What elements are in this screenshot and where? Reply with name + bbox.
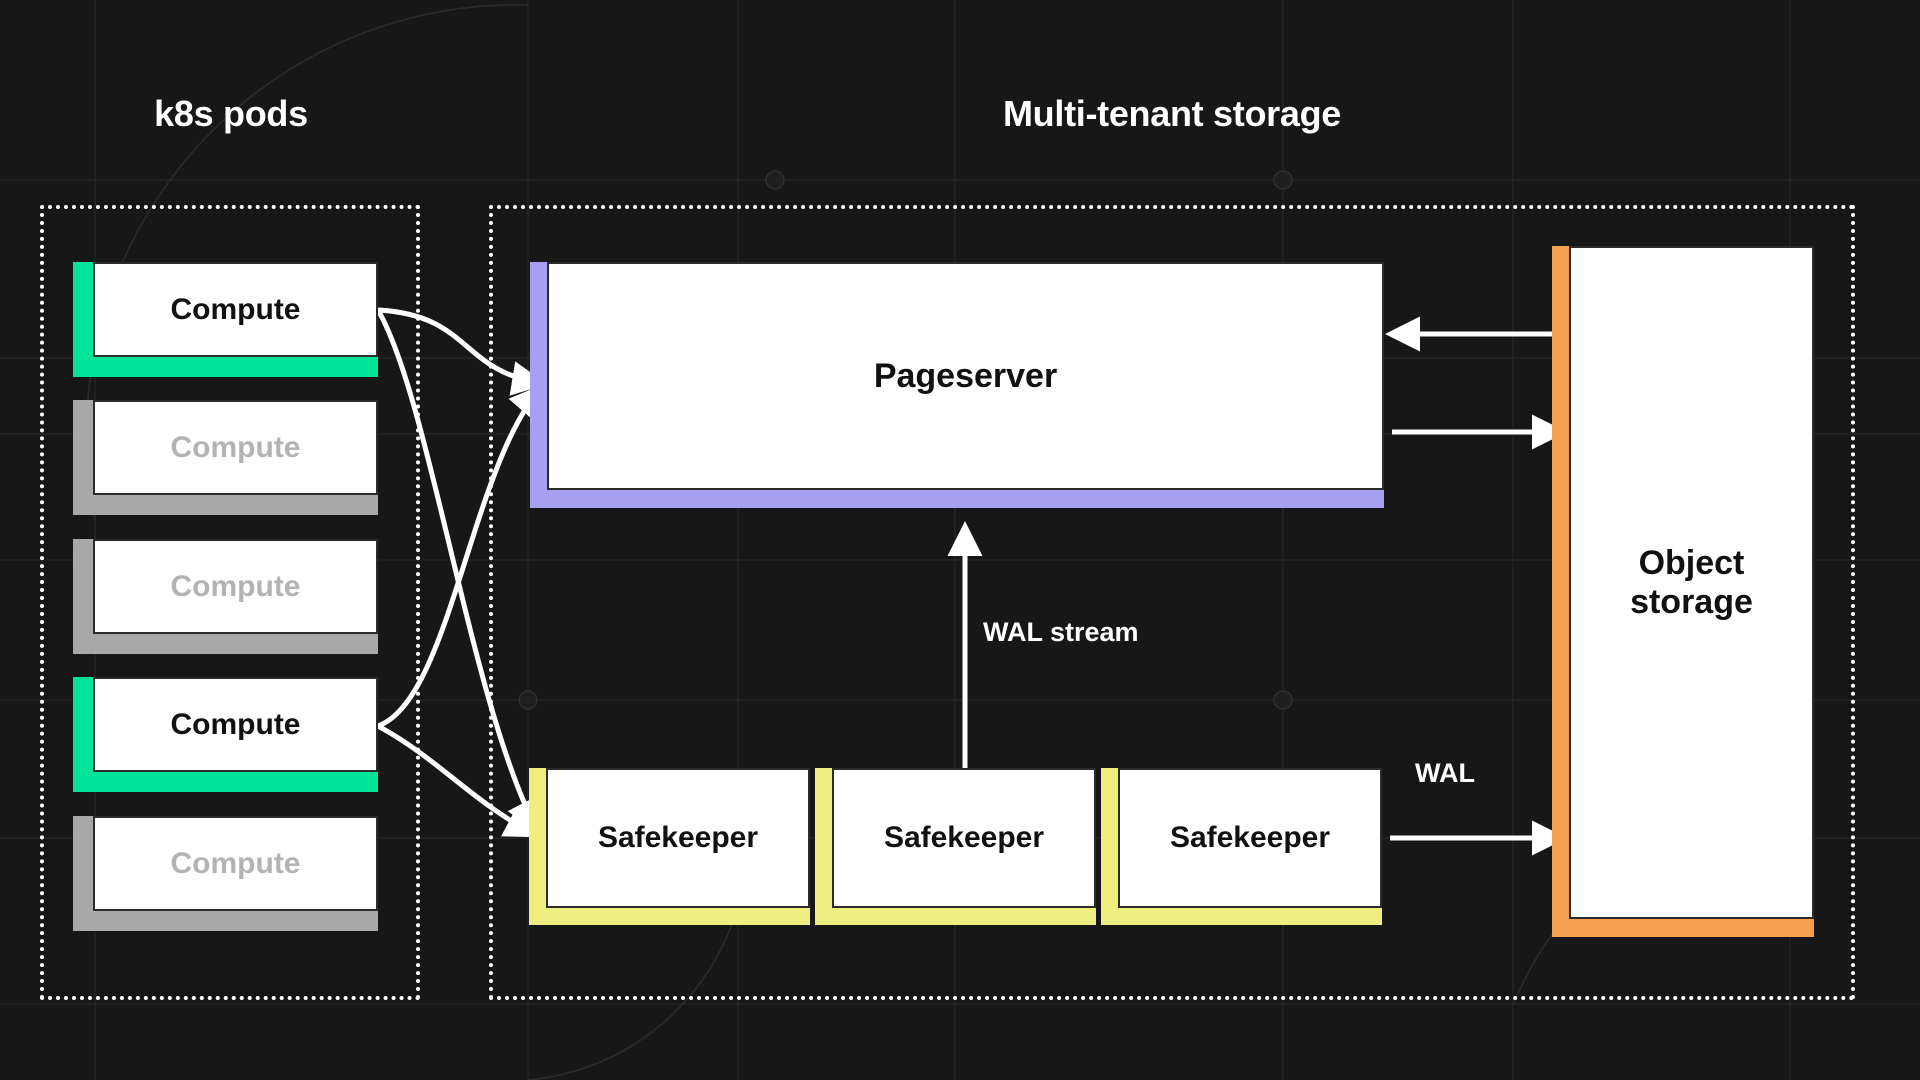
node-compute-4[interactable]: Compute [73,677,378,792]
node-label-pageserver: Pageserver [873,356,1058,395]
node-card: Compute [93,816,378,911]
node-card: Safekeeper [1118,768,1382,908]
node-card: Compute [93,677,378,772]
node-label-compute-2: Compute [170,430,301,464]
group-title-k8s: k8s pods [154,93,308,134]
node-accent-shadow [73,262,378,377]
node-card: Compute [93,262,378,357]
node-card: Pageserver [547,262,1384,490]
node-accent-shadow [73,816,378,931]
node-compute-1[interactable]: Compute [73,262,378,377]
node-accent-shadow [530,262,1384,508]
node-compute-5[interactable]: Compute [73,816,378,931]
node-accent-shadow [73,400,378,515]
node-label-safekeeper-1: Safekeeper [597,821,759,855]
node-accent-shadow [1552,246,1814,937]
node-safekeeper-2[interactable]: Safekeeper [815,768,1096,925]
node-card: Compute [93,400,378,495]
edge-label-wal-stream: WAL stream [983,617,1139,647]
node-card: Compute [93,539,378,634]
node-accent-shadow [529,768,810,925]
node-pageserver[interactable]: Pageserver [530,262,1384,508]
node-accent-shadow [73,539,378,654]
node-object-storage[interactable]: Object storage [1552,246,1814,937]
node-compute-2[interactable]: Compute [73,400,378,515]
node-card: Object storage [1569,246,1814,919]
node-label-safekeeper-3: Safekeeper [1169,821,1331,855]
node-label-compute-5: Compute [170,846,301,880]
node-accent-shadow [815,768,1096,925]
node-label-safekeeper-2: Safekeeper [883,821,1045,855]
node-accent-shadow [73,677,378,792]
node-label-compute-3: Compute [170,569,301,603]
node-safekeeper-1[interactable]: Safekeeper [529,768,810,925]
node-compute-3[interactable]: Compute [73,539,378,654]
node-safekeeper-3[interactable]: Safekeeper [1101,768,1382,925]
group-title-storage: Multi-tenant storage [1002,93,1342,134]
node-accent-shadow [1101,768,1382,925]
edge-label-wal: WAL [1415,758,1475,788]
node-label-compute-1: Compute [170,292,301,326]
node-card: Safekeeper [546,768,810,908]
node-label-compute-4: Compute [170,707,301,741]
node-card: Safekeeper [832,768,1096,908]
node-label-object-storage: Object storage [1630,544,1753,621]
